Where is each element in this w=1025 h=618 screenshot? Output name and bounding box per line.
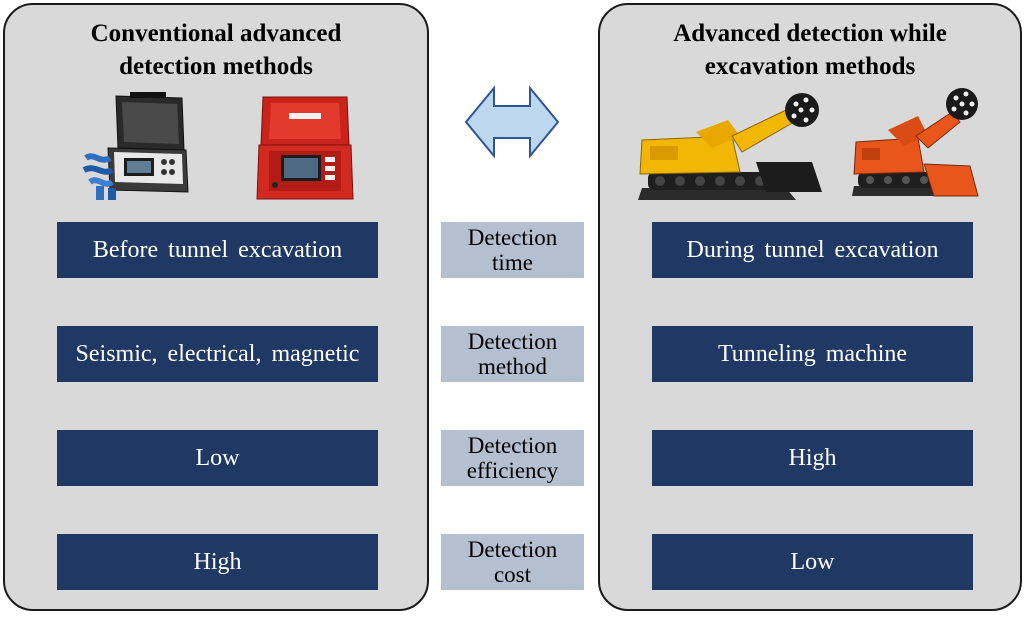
criteria-detection-time: Detection time (441, 222, 584, 278)
left-row-detection-time: Before tunnel excavation (57, 222, 378, 278)
left-row-detection-method: Seismic, electrical, magnetic (57, 326, 378, 382)
criteria-detection-efficiency: Detection efficiency (441, 430, 584, 486)
right-row-detection-time: During tunnel excavation (652, 222, 973, 278)
criteria-detection-cost: Detection cost (441, 534, 584, 590)
yellow-roadheader-icon (638, 93, 822, 200)
orange-roadheader-icon (852, 88, 979, 197)
right-row-detection-cost: Low (652, 534, 973, 590)
left-panel-conventional: Conventional advanced detection methods (3, 3, 429, 611)
double-arrow-icon (464, 85, 560, 159)
right-row-detection-method: Tunneling machine (652, 326, 973, 382)
criteria-detection-method: Detection method (441, 326, 584, 382)
detector-device-open-case-icon (82, 92, 189, 200)
detector-device-red-case-icon (256, 96, 354, 200)
left-row-detection-cost: High (57, 534, 378, 590)
left-row-detection-efficiency: Low (57, 430, 378, 486)
right-panel-title: Advanced detection while excavation meth… (673, 20, 947, 80)
left-panel-title: Conventional advanced detection methods (90, 20, 342, 80)
right-row-detection-efficiency: High (652, 430, 973, 486)
